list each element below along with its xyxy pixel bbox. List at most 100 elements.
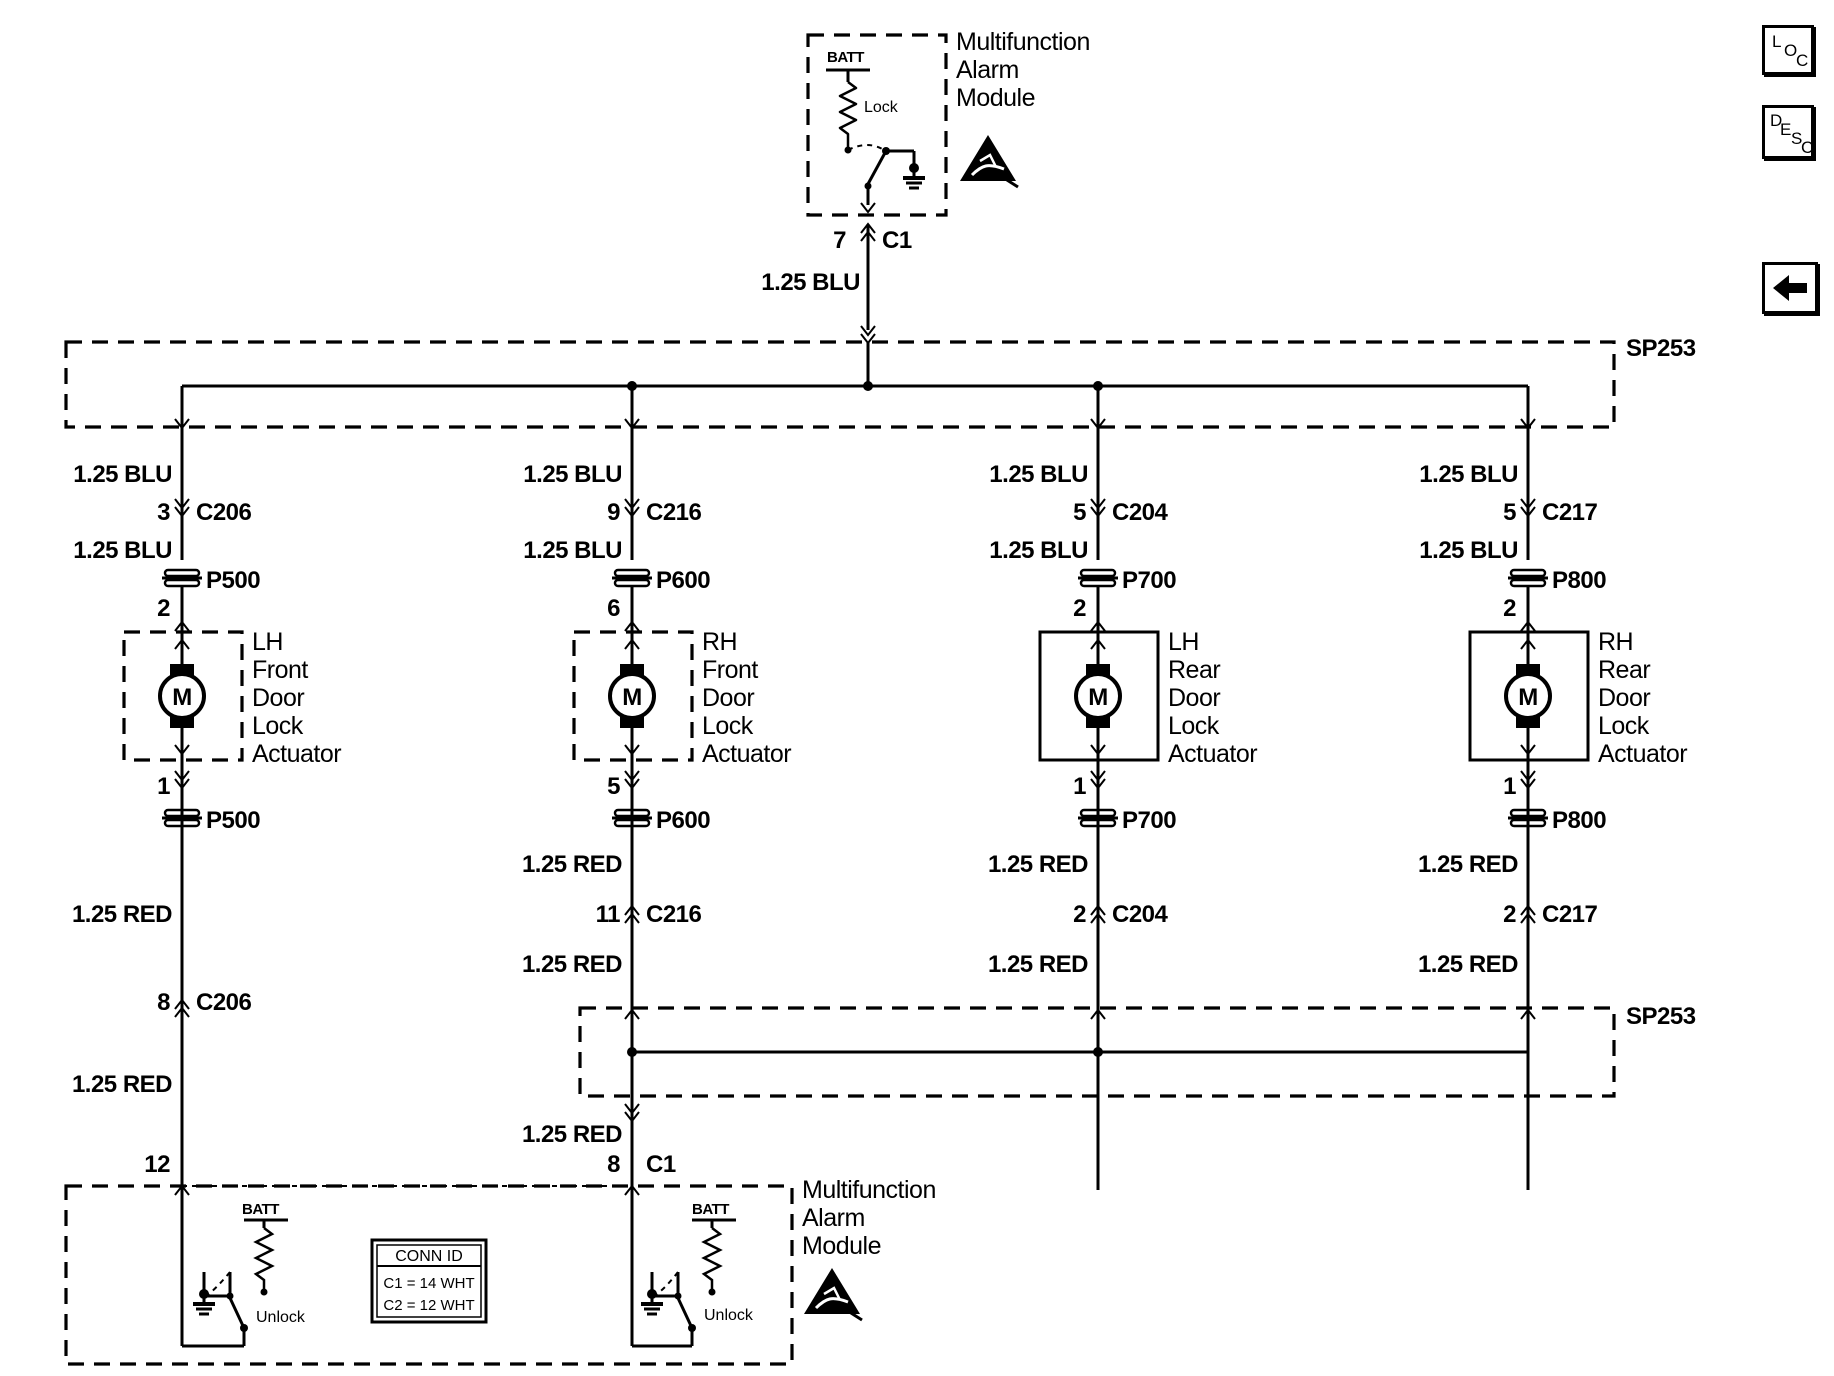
svg-text:Multifunction: Multifunction xyxy=(956,28,1090,56)
wire-top-label: 1.25 BLU xyxy=(73,461,172,488)
back-button[interactable] xyxy=(1762,262,1818,314)
motor-label: M xyxy=(1518,684,1538,711)
actuator-label-line: Front xyxy=(702,656,758,684)
wire-top-label: 1.25 BLU xyxy=(989,461,1088,488)
svg-text:Module: Module xyxy=(802,1232,881,1260)
wire-mid-label: 1.25 BLU xyxy=(523,537,622,564)
wire-low-label: 1.25 RED xyxy=(72,901,172,928)
top-lock-label: Lock xyxy=(864,99,899,116)
desc-letter-d: D xyxy=(1770,111,1783,130)
plug-bot-label: P500 xyxy=(206,807,260,834)
plug-pin-bot-label: 1 xyxy=(1073,773,1086,800)
actuator-label-line: Lock xyxy=(1598,712,1650,740)
desc-button[interactable]: D E S C xyxy=(1762,105,1814,159)
pin-bot-label: 8 xyxy=(157,989,170,1016)
wire-bottom-label: 1.25 RED xyxy=(522,951,622,978)
plug-pin-top-label: 2 xyxy=(1073,595,1086,622)
actuator-label-line: Front xyxy=(252,656,308,684)
actuator-label-line: Door xyxy=(1598,684,1650,712)
actuator-label-line: RH xyxy=(1598,628,1633,656)
wire-low-label: 1.25 RED xyxy=(522,851,622,878)
upper-splice: SP253 xyxy=(64,335,1696,429)
conn-id-title: CONN ID xyxy=(395,1248,463,1265)
bottom-alarm-module: 1.25 RED 8 C1 12 BATT Unlock xyxy=(64,1096,936,1366)
actuator-label-line: Actuator xyxy=(1168,740,1257,768)
plug-pin-bot-label: 1 xyxy=(157,773,170,800)
top-alarm-module: BATT Lock Multifunction Alarm Module xyxy=(806,28,1090,217)
connector-top-label: C204 xyxy=(1112,499,1169,526)
svg-text:Module: Module xyxy=(956,84,1035,112)
bottom-unlock-right: Unlock xyxy=(704,1307,754,1324)
wire-mid-label: 1.25 BLU xyxy=(989,537,1088,564)
esd-warning-icon-bottom xyxy=(802,1266,864,1322)
connector-top-label: C206 xyxy=(196,499,252,526)
loc-button[interactable]: L O C xyxy=(1762,25,1814,75)
wire-mid-label: 1.25 BLU xyxy=(73,537,172,564)
plug-top-label: P700 xyxy=(1122,567,1176,594)
pin-top-label: 9 xyxy=(607,499,620,526)
pin-top-label: 5 xyxy=(1503,499,1516,526)
motor-label: M xyxy=(172,684,192,711)
wire-bottom-label: 1.25 RED xyxy=(1418,951,1518,978)
top-batt-label: BATT xyxy=(827,49,864,66)
bottom-module-title: Multifunction Alarm Module xyxy=(802,1176,936,1260)
plug-pin-top-label: 2 xyxy=(157,595,170,622)
actuator-label-line: Door xyxy=(1168,684,1220,712)
pin-bot-label: 11 xyxy=(596,901,621,928)
actuator-label-line: Rear xyxy=(1168,656,1220,684)
motor-label: M xyxy=(622,684,642,711)
motor-label: M xyxy=(1088,684,1108,711)
wire-bottom-label: 1.25 RED xyxy=(988,951,1088,978)
bottom-pin-right: 8 xyxy=(607,1151,620,1178)
actuator-label-line: LH xyxy=(1168,628,1199,656)
actuator-label-line: Door xyxy=(702,684,754,712)
plug-pin-top-label: 6 xyxy=(607,595,620,622)
top-pin-label: 7 xyxy=(833,227,846,254)
desc-letter-c: C xyxy=(1801,138,1814,157)
svg-text:Alarm: Alarm xyxy=(956,56,1019,84)
loc-letter-c: C xyxy=(1796,51,1809,70)
svg-text:Alarm: Alarm xyxy=(802,1204,865,1232)
connector-bot-label: C204 xyxy=(1112,901,1169,928)
plug-pin-bot-label: 1 xyxy=(1503,773,1516,800)
bottom-batt-left: BATT xyxy=(242,1201,279,1218)
wire-low-label: 1.25 RED xyxy=(988,851,1088,878)
loc-letter-o: O xyxy=(1784,41,1798,60)
connector-top-label: C217 xyxy=(1542,499,1598,526)
bottom-unlock-left: Unlock xyxy=(256,1309,306,1326)
plug-bot-label: P600 xyxy=(656,807,710,834)
connector-bot-label: C216 xyxy=(646,901,702,928)
desc-letter-e: E xyxy=(1780,120,1792,139)
pin-top-label: 5 xyxy=(1073,499,1086,526)
actuator-label-line: Lock xyxy=(702,712,754,740)
esd-warning-icon xyxy=(958,133,1020,189)
wire-top-label: 1.25 BLU xyxy=(1419,461,1518,488)
plug-pin-top-label: 2 xyxy=(1503,595,1516,622)
bottom-c1-wire-label: 1.25 RED xyxy=(522,1121,622,1148)
plug-top-label: P600 xyxy=(656,567,710,594)
bottom-connector-right: C1 xyxy=(646,1151,676,1178)
svg-text:Multifunction: Multifunction xyxy=(802,1176,936,1204)
bottom-pin-left: 12 xyxy=(144,1151,170,1178)
desc-letter-s: S xyxy=(1791,129,1803,148)
top-wire-label: 1.25 BLU xyxy=(761,269,860,296)
back-arrow-icon xyxy=(1773,275,1807,301)
wire-mid-label: 1.25 BLU xyxy=(1419,537,1518,564)
pin-bot-label: 2 xyxy=(1503,901,1516,928)
top-module-title: Multifunction Alarm Module xyxy=(956,28,1090,112)
wire-low-label: 1.25 RED xyxy=(1418,851,1518,878)
conn-id-row-2: C2 = 12 WHT xyxy=(383,1297,474,1314)
conn-id-table: CONN ID C1 = 14 WHT C2 = 12 WHT xyxy=(370,1238,488,1324)
connector-top-label: C216 xyxy=(646,499,702,526)
actuator-label-line: LH xyxy=(252,628,283,656)
wire-bottom-label: 1.25 RED xyxy=(72,1071,172,1098)
actuator-label-line: RH xyxy=(702,628,737,656)
plug-pin-bot-label: 5 xyxy=(607,773,620,800)
actuator-label-line: Door xyxy=(252,684,304,712)
upper-splice-label: SP253 xyxy=(1626,335,1696,362)
actuator-label-line: Actuator xyxy=(1598,740,1687,768)
loc-letter-l: L xyxy=(1772,32,1782,51)
conn-id-row-1: C1 = 14 WHT xyxy=(383,1275,474,1292)
